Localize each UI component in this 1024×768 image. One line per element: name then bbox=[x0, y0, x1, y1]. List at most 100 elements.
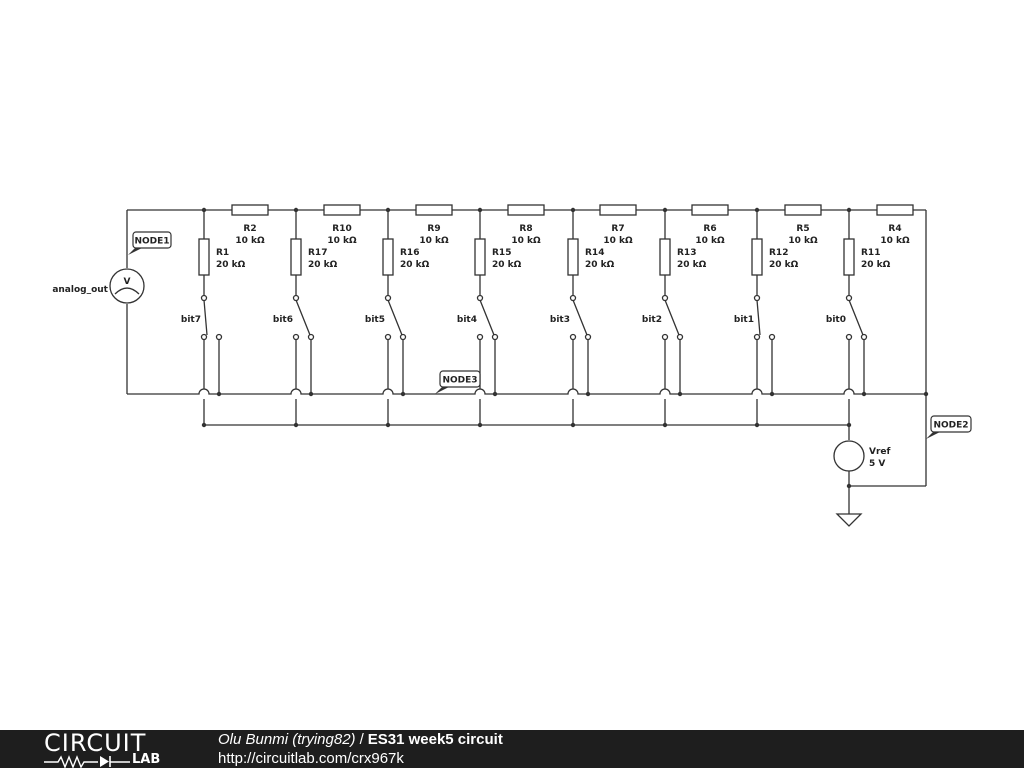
node1-tag: NODE1 bbox=[134, 237, 169, 247]
shunt-resistor-r11 bbox=[843, 238, 855, 276]
shunt-resistor-r13 bbox=[659, 238, 671, 276]
junction-dot bbox=[677, 391, 683, 397]
switch-blade bbox=[479, 299, 495, 336]
switch-contact-ground bbox=[860, 333, 868, 341]
shunt-resistor-name: R14 bbox=[585, 248, 604, 258]
switch-common-contact bbox=[476, 294, 484, 302]
switch-contact-ground bbox=[768, 333, 776, 341]
junction-dot bbox=[216, 391, 222, 397]
junction-dot bbox=[201, 422, 207, 428]
series-resistor-r7 bbox=[599, 204, 637, 216]
series-resistor-value: 10 kΩ bbox=[695, 236, 725, 246]
source-name: Vref bbox=[869, 447, 891, 457]
logo-word-circuit: CIRCUIT bbox=[44, 729, 147, 757]
vref-source-body bbox=[833, 440, 865, 472]
junction-dot bbox=[923, 391, 929, 397]
junction-dot bbox=[754, 422, 760, 428]
node3-tag-pointer bbox=[435, 387, 449, 394]
node1-tag-pointer bbox=[128, 248, 142, 255]
shunt-resistor-name: R12 bbox=[769, 248, 788, 258]
series-resistor-r2 bbox=[231, 204, 269, 216]
series-resistor-value: 10 kΩ bbox=[603, 236, 633, 246]
source-value: 5 V bbox=[869, 459, 885, 469]
switch-contact-vref bbox=[569, 333, 577, 341]
shunt-resistor-value: 20 kΩ bbox=[677, 260, 707, 270]
switch-label: bit6 bbox=[273, 315, 293, 325]
series-resistor-value: 10 kΩ bbox=[880, 236, 910, 246]
series-resistor-r6 bbox=[691, 204, 729, 216]
junction-dot bbox=[570, 422, 576, 428]
series-resistor-name: R6 bbox=[703, 224, 716, 234]
circuitlab-logo[interactable]: CIRCUIT LAB bbox=[44, 729, 176, 768]
voltmeter-label: analog_out bbox=[52, 285, 108, 295]
node3-tag: NODE3 bbox=[442, 376, 477, 386]
wires bbox=[126, 207, 929, 514]
node2-tag: NODE2 bbox=[933, 421, 968, 431]
series-resistor-value: 10 kΩ bbox=[788, 236, 818, 246]
switch-label: bit1 bbox=[734, 315, 754, 325]
junction-dot bbox=[769, 391, 775, 397]
shunt-resistor-r15 bbox=[474, 238, 486, 276]
voltmeter-symbol: V bbox=[124, 277, 131, 287]
shunt-resistor-r12 bbox=[751, 238, 763, 276]
node2-tag-pointer bbox=[926, 432, 940, 439]
node2-tag-box bbox=[930, 415, 972, 433]
switch-blade bbox=[572, 299, 588, 336]
switch-common-contact bbox=[753, 294, 761, 302]
switch-label: bit2 bbox=[642, 315, 662, 325]
switch-label: bit5 bbox=[365, 315, 385, 325]
series-resistor-value: 10 kΩ bbox=[511, 236, 541, 246]
ground-symbol bbox=[835, 513, 863, 527]
junction-dot bbox=[861, 391, 867, 397]
switch-contact-vref bbox=[661, 333, 669, 341]
switch-contact-vref bbox=[753, 333, 761, 341]
junction-dot bbox=[293, 422, 299, 428]
series-resistor-name: R7 bbox=[611, 224, 624, 234]
switch-blade bbox=[295, 299, 311, 336]
switch-label: bit3 bbox=[550, 315, 570, 325]
shunt-resistor-value: 20 kΩ bbox=[492, 260, 522, 270]
junction-dot bbox=[492, 391, 498, 397]
shunt-resistor-value: 20 kΩ bbox=[769, 260, 799, 270]
circuit-url-link[interactable]: http://circuitlab.com/crx967k bbox=[218, 750, 404, 767]
switch-label: bit0 bbox=[826, 315, 846, 325]
series-resistor-name: R2 bbox=[243, 224, 256, 234]
switch-common-contact bbox=[569, 294, 577, 302]
series-resistor-value: 10 kΩ bbox=[235, 236, 265, 246]
series-resistor-value: 10 kΩ bbox=[419, 236, 449, 246]
junction-dot bbox=[585, 391, 591, 397]
switch-common-contact bbox=[292, 294, 300, 302]
switch-contact-vref bbox=[476, 333, 484, 341]
shunt-resistor-r14 bbox=[567, 238, 579, 276]
junction-dot bbox=[400, 391, 406, 397]
shunt-resistor-value: 20 kΩ bbox=[861, 260, 891, 270]
author-link[interactable]: Olu Bunmi (trying82) bbox=[218, 731, 356, 748]
switch-contact-vref bbox=[292, 333, 300, 341]
switch-blade bbox=[756, 299, 761, 336]
circuit-title[interactable]: ES31 week5 circuit bbox=[367, 731, 503, 748]
switch-contact-ground bbox=[584, 333, 592, 341]
credit-line: Olu Bunmi (trying82)/ES31 week5 circuit bbox=[218, 731, 503, 749]
shunt-resistor-value: 20 kΩ bbox=[400, 260, 430, 270]
separator: / bbox=[359, 731, 364, 748]
junction-dot bbox=[846, 483, 852, 489]
shunt-resistor-name: R13 bbox=[677, 248, 696, 258]
components bbox=[109, 204, 914, 527]
series-resistor-name: R5 bbox=[796, 224, 809, 234]
footer-bar: CIRCUIT LAB Olu Bunmi (trying82)/ES31 we… bbox=[0, 730, 1024, 768]
junction-dot bbox=[662, 422, 668, 428]
series-resistor-name: R10 bbox=[332, 224, 351, 234]
switch-contact-ground bbox=[676, 333, 684, 341]
switch-blade bbox=[203, 299, 208, 336]
series-resistor-name: R8 bbox=[519, 224, 532, 234]
series-resistor-name: R9 bbox=[427, 224, 440, 234]
shunt-resistor-name: R15 bbox=[492, 248, 511, 258]
node1-tag-box bbox=[132, 231, 172, 249]
switch-common-contact bbox=[661, 294, 669, 302]
junction-dot bbox=[385, 422, 391, 428]
shunt-resistor-r16 bbox=[382, 238, 394, 276]
shunt-resistor-r1 bbox=[198, 238, 210, 276]
voltmeter-body bbox=[109, 268, 145, 304]
switch-label: bit7 bbox=[181, 315, 201, 325]
series-resistor-r4 bbox=[876, 204, 914, 216]
